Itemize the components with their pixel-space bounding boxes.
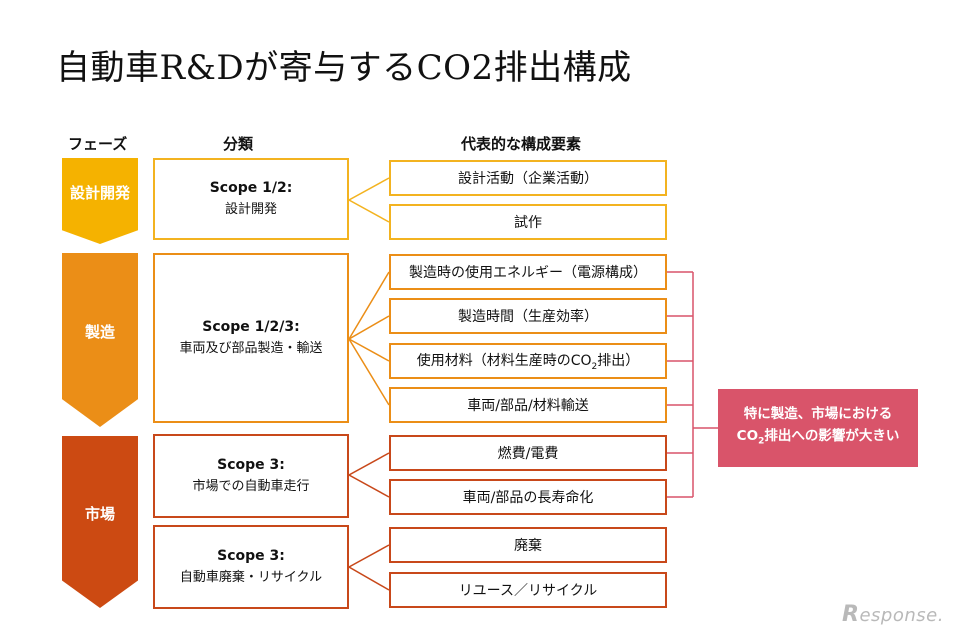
element-label-part: 排出） xyxy=(597,353,640,370)
element-manufacturing-energy: 製造時の使用エネルギー（電源構成） xyxy=(389,254,667,290)
scope-title: Scope 1/2/3: xyxy=(202,319,300,335)
element-label-part: 使用材料（材料生産時のCO xyxy=(416,353,592,370)
element-longevity: 車両/部品の長寿命化 xyxy=(389,479,667,515)
element-reuse-recycle: リユース／リサイクル xyxy=(389,572,667,608)
connector-design xyxy=(347,177,390,223)
header-phase: フェーズ xyxy=(68,135,128,153)
header-category: 分類 xyxy=(223,135,254,153)
phase-market: 市場 xyxy=(62,436,138,608)
connector-manufacturing-a xyxy=(346,271,390,342)
scope-desc: 車両及び部品製造・輸送 xyxy=(179,341,323,356)
header-elements: 代表的な構成要素 xyxy=(461,135,582,153)
phase-label: 設計開発 xyxy=(69,183,130,202)
callout-line-part: CO xyxy=(736,428,759,445)
scope-desc: 設計開発 xyxy=(224,202,277,217)
scope-design: Scope 1/2: 設計開発 xyxy=(153,158,349,240)
phase-label: 製造 xyxy=(84,322,115,341)
element-materials: 使用材料（材料生産時のCO2排出） xyxy=(389,343,667,379)
phase-manufacturing: 製造 xyxy=(62,253,138,427)
element-label: 試作 xyxy=(514,215,542,231)
scope-title: Scope 3: xyxy=(217,457,285,473)
scope-desc: 市場での自動車走行 xyxy=(192,479,310,494)
response-watermark-logo: Response. xyxy=(842,602,944,627)
element-transport: 車両/部品/材料輸送 xyxy=(389,387,667,423)
scope-title: Scope 1/2: xyxy=(209,180,293,196)
scope-desc: 自動車廃棄・リサイクル xyxy=(179,570,323,585)
logo-initial: R xyxy=(842,602,860,627)
callout-line: 特に製造、市場における xyxy=(743,406,893,423)
page-title: 自動車R&Dが寄与するCO2排出構成 xyxy=(56,48,632,88)
co2-subscript: 2 xyxy=(591,361,598,372)
element-label: 車両/部品/材料輸送 xyxy=(467,398,589,414)
scope-market-disposal: Scope 3: 自動車廃棄・リサイクル xyxy=(153,525,349,609)
scope-manufacturing: Scope 1/2/3: 車両及び部品製造・輸送 xyxy=(153,253,349,423)
callout-line: CO2排出への影響が大きい xyxy=(737,425,900,453)
element-label: 燃費/電費 xyxy=(497,446,559,462)
element-disposal: 廃棄 xyxy=(389,527,667,563)
scope-market-drive: Scope 3: 市場での自動車走行 xyxy=(153,434,349,518)
co2-subscript: 2 xyxy=(758,436,765,447)
phase-label: 市場 xyxy=(84,504,115,523)
connector-market-disposal xyxy=(347,544,390,591)
connector-market-drive xyxy=(347,452,390,498)
callout-line-part: 排出への影響が大きい xyxy=(764,428,900,445)
impact-callout: 特に製造、市場における CO2排出への影響が大きい xyxy=(718,389,918,467)
callout-bracket xyxy=(667,271,718,498)
connector-manufacturing-b xyxy=(346,336,390,406)
element-label: 製造時間（生産効率） xyxy=(458,309,598,325)
element-label: 使用材料（材料生産時のCO2排出） xyxy=(417,350,640,372)
logo-text: esponse. xyxy=(859,605,944,626)
element-prototype: 試作 xyxy=(389,204,667,240)
element-design-activity: 設計活動（企業活動） xyxy=(389,160,667,196)
scope-title: Scope 3: xyxy=(217,548,285,564)
element-label: リユース／リサイクル xyxy=(458,583,598,599)
element-label: 設計活動（企業活動） xyxy=(458,171,598,187)
element-label: 廃棄 xyxy=(514,538,542,554)
element-fuel-economy: 燃費/電費 xyxy=(389,435,667,471)
element-manufacturing-time: 製造時間（生産効率） xyxy=(389,298,667,334)
element-label: 車両/部品の長寿命化 xyxy=(462,490,594,506)
element-label: 製造時の使用エネルギー（電源構成） xyxy=(409,265,647,281)
phase-design: 設計開発 xyxy=(62,158,138,244)
